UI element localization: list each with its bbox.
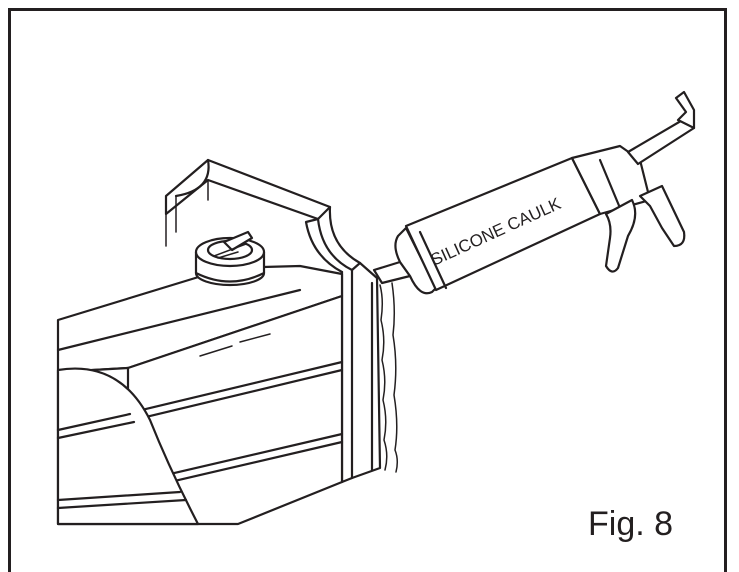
- housing-body: [56, 264, 344, 526]
- cap-fitting: [194, 230, 266, 287]
- figure-frame: [8, 8, 727, 572]
- figure-label: Fig. 8: [588, 505, 674, 543]
- caulk-gun: SILICONE CAULK: [372, 90, 696, 295]
